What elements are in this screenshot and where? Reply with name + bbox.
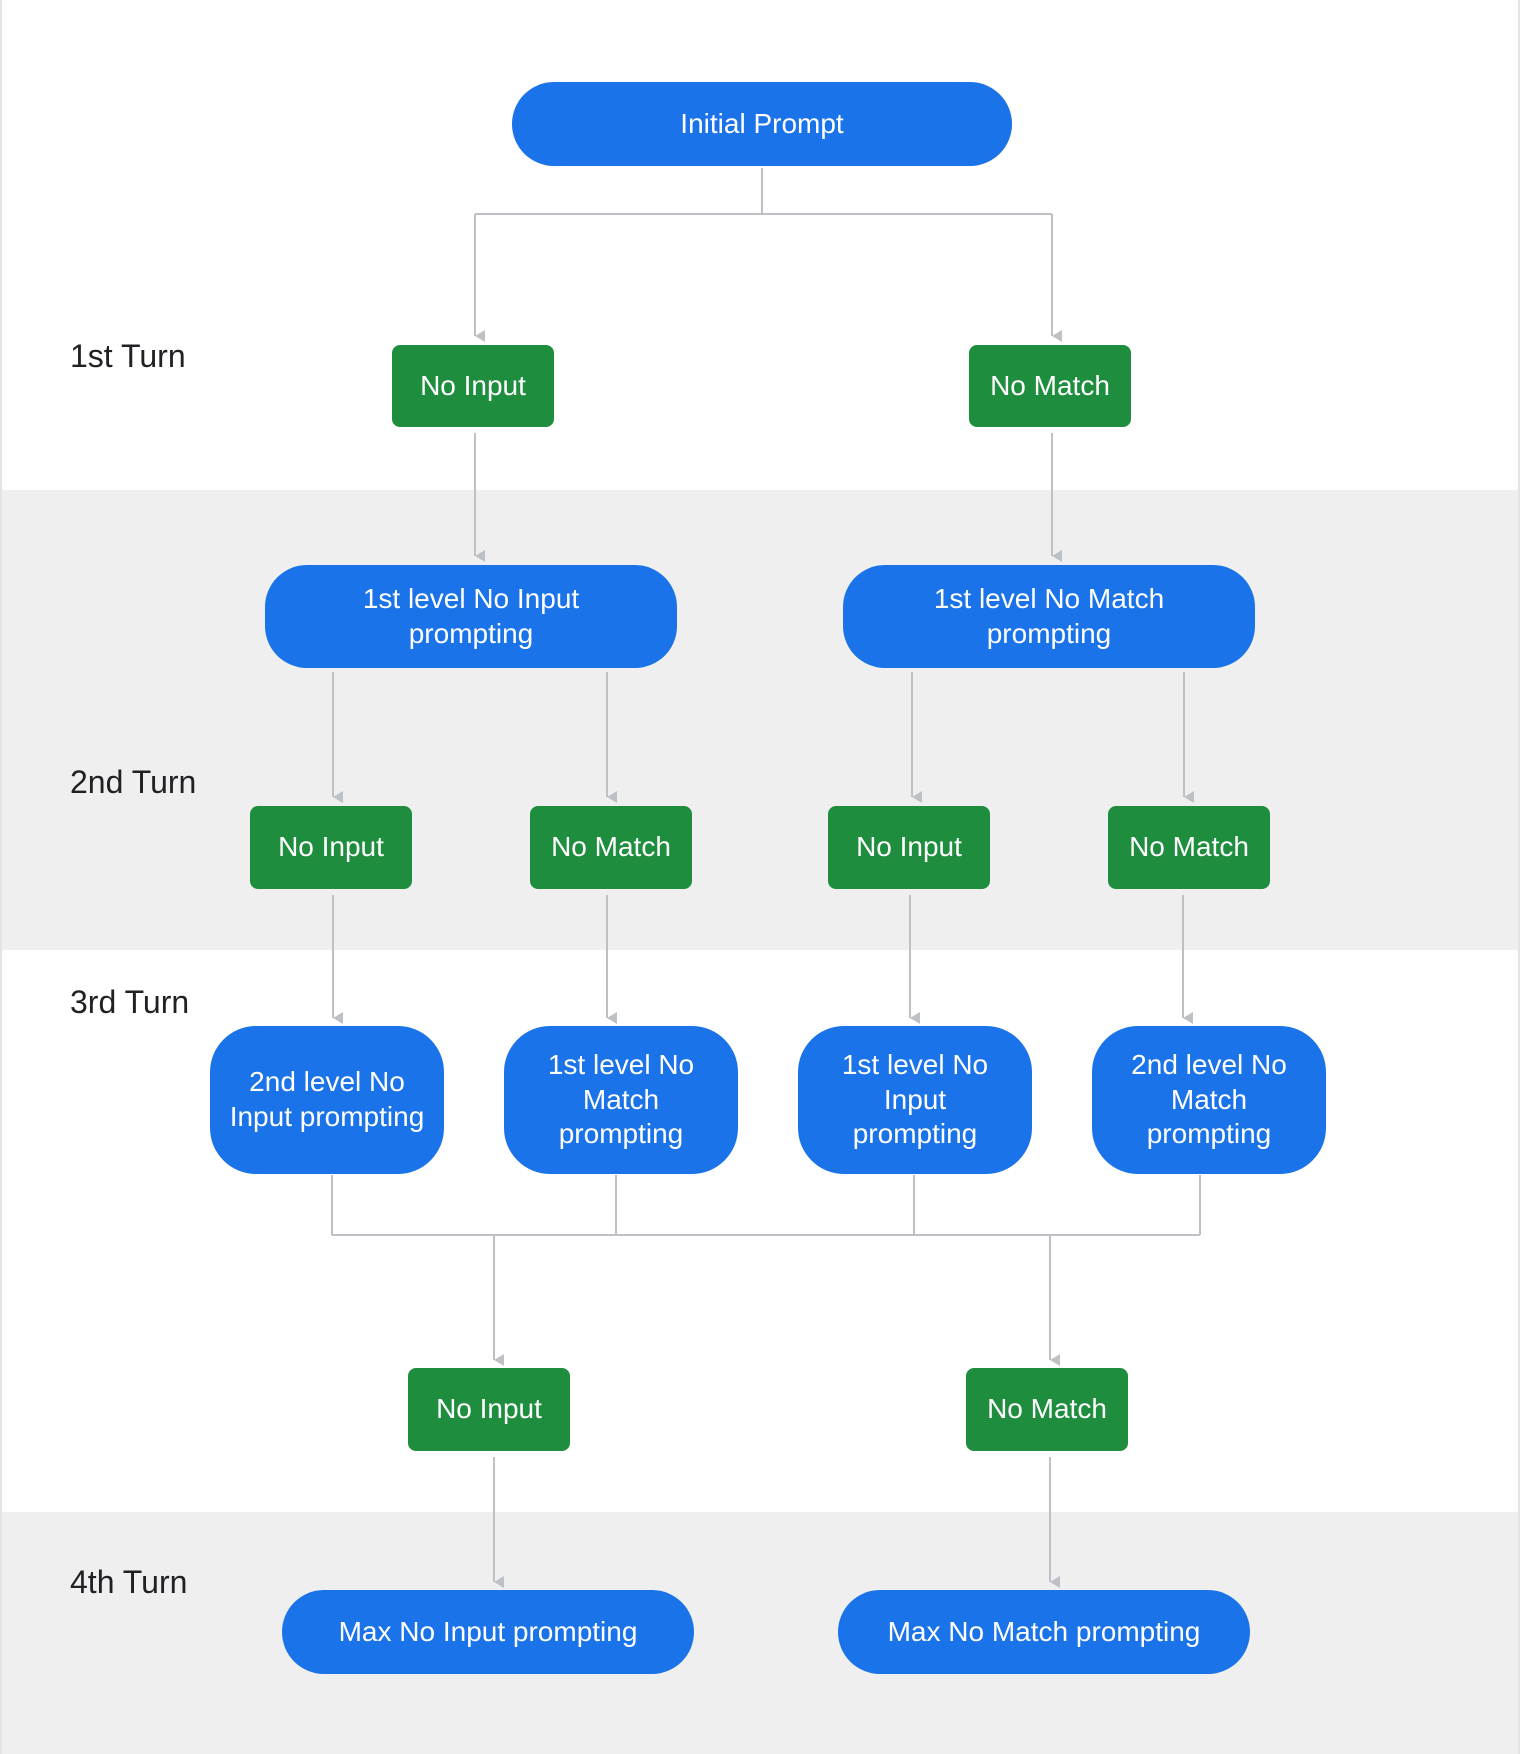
t3-1st-no-match-prompting-node: 1st level No Match prompting xyxy=(504,1026,738,1174)
t2-no-match-a-label: No Match xyxy=(551,831,671,863)
t3-1st-no-input-prompting-node: 1st level No Input prompting xyxy=(798,1026,1032,1174)
t2-no-input-b-node: No Input xyxy=(828,806,990,889)
t1-no-input-prompting-node: 1st level No Input prompting xyxy=(265,565,677,668)
band-turn-1 xyxy=(0,0,1520,490)
turn-label-4: 4th Turn xyxy=(70,1564,188,1600)
right-border xyxy=(1518,0,1520,1754)
t2-no-input-a-node: No Input xyxy=(250,806,412,889)
t1-no-match-label: No Match xyxy=(990,369,1110,401)
max-no-input-prompting-node: Max No Input prompting xyxy=(282,1590,694,1674)
t3-1st-no-input-prompting-label: 1st level No Input prompting xyxy=(841,1048,989,1150)
t3-1st-no-match-prompting-label: 1st level No Match prompting xyxy=(547,1048,695,1150)
left-border xyxy=(0,0,2,1754)
t1-no-match-prompting-label: 1st level No Match prompting xyxy=(933,582,1165,649)
t2-no-match-b-node: No Match xyxy=(1108,806,1270,889)
t3-2nd-no-input-prompting-node: 2nd level No Input prompting xyxy=(210,1026,444,1174)
t3-2nd-no-match-prompting-label: 2nd level No Match prompting xyxy=(1131,1048,1287,1150)
initial-prompt-node: Initial Prompt xyxy=(512,82,1012,166)
t1-no-input-label: No Input xyxy=(420,369,526,401)
t3-2nd-no-input-prompting-label: 2nd level No Input prompting xyxy=(229,1066,425,1132)
t2-no-input-a-label: No Input xyxy=(278,831,384,863)
t2-no-match-b-label: No Match xyxy=(1129,831,1249,863)
t2-no-input-b-label: No Input xyxy=(856,831,962,863)
t3-2nd-no-match-prompting-node: 2nd level No Match prompting xyxy=(1092,1026,1326,1174)
max-no-match-prompting-node: Max No Match prompting xyxy=(838,1590,1250,1674)
turn-label-3: 3rd Turn xyxy=(70,984,190,1020)
t1-no-input-node: No Input xyxy=(392,345,554,427)
t4-no-input-label: No Input xyxy=(436,1393,542,1425)
turn-label-1: 1st Turn xyxy=(70,338,186,374)
t2-no-match-a-node: No Match xyxy=(530,806,692,889)
t4-no-match-label: No Match xyxy=(987,1393,1107,1425)
t4-no-match-node: No Match xyxy=(966,1368,1128,1451)
turn-label-2: 2nd Turn xyxy=(70,764,197,800)
max-no-match-prompting-label: Max No Match prompting xyxy=(887,1615,1201,1647)
t1-no-match-node: No Match xyxy=(969,345,1131,427)
t1-no-input-prompting-label: 1st level No Input prompting xyxy=(362,582,580,649)
t4-no-input-node: No Input xyxy=(408,1368,570,1451)
initial-prompt-label: Initial Prompt xyxy=(680,107,844,139)
band-turn-4 xyxy=(0,1512,1520,1754)
max-no-input-prompting-label: Max No Input prompting xyxy=(338,1615,638,1647)
t1-no-match-prompting-node: 1st level No Match prompting xyxy=(843,565,1255,668)
